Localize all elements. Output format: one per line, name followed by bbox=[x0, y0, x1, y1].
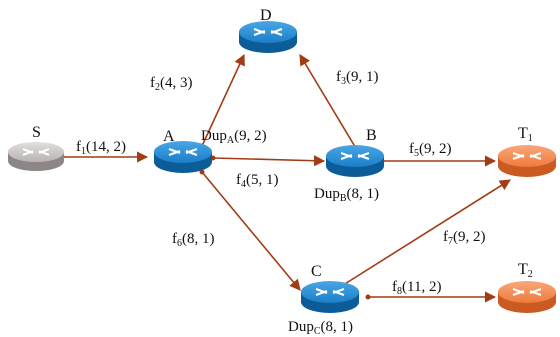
router-orange-icon bbox=[498, 145, 556, 177]
flow-labels: f1(14, 2) f2(4, 3) f3(9, 1) f4(5, 1) f5(… bbox=[76, 69, 486, 297]
edge-f4 bbox=[212, 155, 326, 167]
dup-label-a: DupA(9, 2) bbox=[201, 128, 267, 146]
flow-label-f7: f7(9, 2) bbox=[443, 229, 486, 247]
flow-label-f3: f3(9, 1) bbox=[336, 69, 379, 87]
node-label-a: A bbox=[163, 128, 175, 145]
node-label-d: D bbox=[260, 7, 272, 24]
edges bbox=[59, 53, 511, 303]
routers bbox=[8, 21, 556, 313]
node-label-b: B bbox=[366, 127, 377, 144]
router-grey-icon bbox=[8, 142, 64, 171]
flow-label-f1: f1(14, 2) bbox=[76, 139, 126, 157]
node-label-s: S bbox=[32, 124, 41, 141]
flow-label-f4: f4(5, 1) bbox=[236, 172, 279, 190]
router-blue-icon bbox=[326, 145, 384, 177]
edge-f8-start-dot bbox=[365, 294, 371, 300]
node-labels: S A D B C T1 T2 bbox=[32, 7, 533, 280]
dup-label-c: DupC(8, 1) bbox=[288, 319, 353, 337]
edge-f3 bbox=[299, 54, 358, 151]
edge-f6-start-dot bbox=[199, 169, 205, 175]
node-label-c: C bbox=[311, 263, 322, 280]
router-blue-icon bbox=[239, 21, 297, 53]
flow-label-f6: f6(8, 1) bbox=[172, 231, 215, 249]
dup-label-b: DupB(8, 1) bbox=[314, 186, 379, 204]
edge-f6 bbox=[201, 171, 301, 291]
flow-label-f2: f2(4, 3) bbox=[150, 75, 193, 93]
flow-label-f5: f5(9, 2) bbox=[409, 141, 452, 159]
flow-label-f8: f8(11, 2) bbox=[392, 279, 441, 297]
edge-f2 bbox=[201, 53, 245, 147]
node-label-t1: T1 bbox=[518, 125, 533, 144]
router-blue-icon bbox=[301, 281, 359, 313]
node-label-t2: T2 bbox=[518, 261, 533, 280]
dup-labels: DupA(9, 2) DupB(8, 1) DupC(8, 1) bbox=[201, 128, 379, 337]
edge-f7 bbox=[339, 179, 511, 288]
router-orange-icon bbox=[498, 281, 556, 313]
router-blue-icon bbox=[154, 141, 212, 173]
